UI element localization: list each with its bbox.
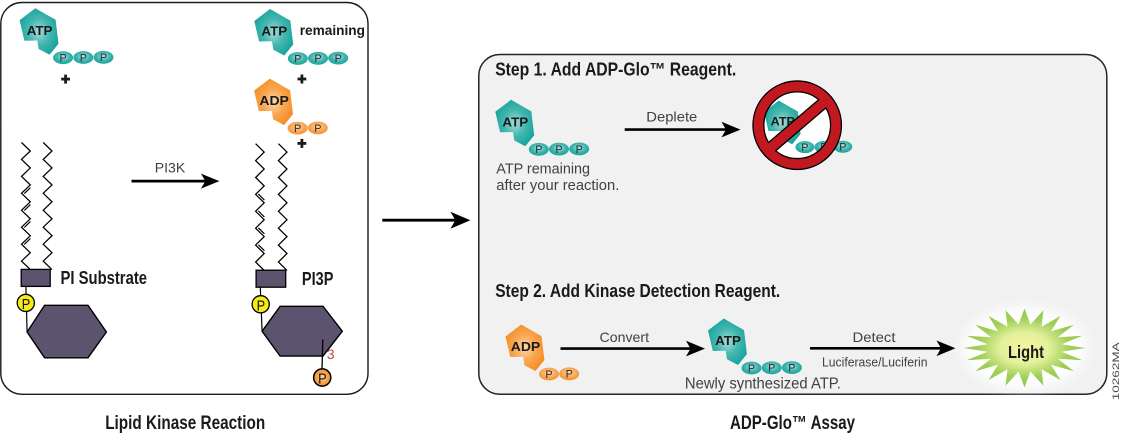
svg-text:P: P (768, 363, 775, 375)
svg-text:P: P (80, 52, 87, 64)
svg-text:after your reaction.: after your reaction. (496, 177, 619, 194)
svg-text:P: P (555, 144, 562, 156)
svg-text:P: P (257, 297, 266, 314)
svg-text:P: P (318, 371, 327, 388)
svg-text:remaining: remaining (300, 22, 365, 38)
svg-text:ATP: ATP (715, 333, 741, 348)
svg-text:ADP: ADP (511, 339, 541, 354)
svg-text:PI3P: PI3P (302, 268, 334, 289)
svg-text:P: P (59, 53, 66, 65)
svg-text:P: P (545, 369, 552, 381)
svg-text:Light: Light (1008, 342, 1044, 362)
svg-text:ATP remaining: ATP remaining (496, 161, 590, 178)
svg-text:P: P (788, 363, 795, 375)
svg-text:3: 3 (327, 346, 335, 362)
svg-text:P: P (294, 53, 301, 65)
svg-text:ATP: ATP (261, 24, 287, 39)
svg-text:PI Substrate: PI Substrate (61, 267, 148, 288)
svg-text:ADP-Glo™ Assay: ADP-Glo™ Assay (730, 413, 855, 434)
svg-text:P: P (748, 363, 755, 375)
svg-text:P: P (294, 123, 301, 135)
svg-text:Detect: Detect (853, 329, 896, 345)
svg-text:Step 1. Add ADP-Glo™ Reagent.: Step 1. Add ADP-Glo™ Reagent. (495, 59, 736, 79)
svg-text:ATP: ATP (27, 23, 53, 38)
svg-text:P: P (566, 369, 573, 381)
svg-text:Step 2. Add Kinase Detection R: Step 2. Add Kinase Detection Reagent. (495, 281, 780, 301)
svg-text:P: P (100, 52, 107, 64)
svg-text:Deplete: Deplete (646, 109, 697, 125)
svg-text:10262MA: 10262MA (1111, 341, 1122, 400)
svg-text:ADP: ADP (259, 93, 289, 108)
svg-text:P: P (801, 142, 808, 154)
svg-text:Convert: Convert (600, 329, 650, 345)
svg-text:Luciferase/Luciferin: Luciferase/Luciferin (822, 355, 928, 369)
svg-text:P: P (314, 53, 321, 65)
svg-text:Lipid Kinase Reaction: Lipid Kinase Reaction (105, 413, 265, 434)
svg-text:P: P (839, 141, 846, 153)
svg-text:P: P (335, 53, 342, 65)
svg-text:Newly synthesized ATP.: Newly synthesized ATP. (685, 375, 841, 392)
svg-text:P: P (314, 123, 321, 135)
svg-text:P: P (576, 144, 583, 156)
svg-text:ATP: ATP (502, 114, 528, 129)
svg-text:P: P (535, 144, 542, 156)
svg-text:PI3K: PI3K (155, 161, 186, 176)
svg-text:P: P (22, 296, 31, 313)
